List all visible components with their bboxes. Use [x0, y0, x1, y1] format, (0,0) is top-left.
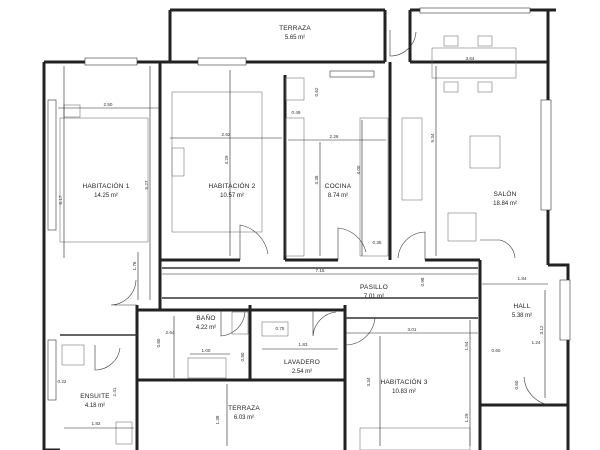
- dim-label: 0.75: [276, 326, 285, 331]
- dim-label: 5.27: [144, 180, 149, 189]
- interior-walls: [60, 60, 568, 450]
- room-lavadero-area: 2.54 m²: [292, 369, 312, 375]
- room-hall-area: 5.38 m²: [512, 313, 532, 319]
- room-terraza-bot-name: TERRAZA: [228, 405, 260, 412]
- windows: [47, 7, 571, 401]
- outer-walls: [42, 8, 570, 450]
- dim-label: 0.35: [373, 240, 382, 245]
- room-hab2-area: 10.57 m²: [220, 193, 244, 199]
- dim-label: 2.26: [330, 134, 339, 139]
- dim-label: 0.98: [420, 277, 425, 286]
- dim-label: 3.01: [408, 327, 417, 332]
- dim-label: 5.34: [430, 133, 435, 142]
- room-hab1-name: HABITACIÓN 1: [82, 181, 129, 190]
- dim-label: 4.29: [224, 155, 229, 164]
- dim-label: 0.49: [292, 110, 301, 115]
- room-salon-area: 18.84 m²: [493, 201, 517, 207]
- dim-label: 7.15: [316, 268, 325, 273]
- room-hab2-name: HABITACIÓN 2: [208, 181, 255, 190]
- room-cocina-name: COCINA: [325, 183, 352, 190]
- dim-label: 1.84: [518, 276, 527, 281]
- dim-label: 0.60: [492, 348, 501, 353]
- room-salon-name: SALÓN: [493, 189, 516, 198]
- dim-label: 1.00: [202, 348, 211, 353]
- room-terraza-top-area: 5.65 m²: [285, 35, 305, 41]
- dim-label: 0.60: [514, 380, 519, 389]
- room-hab3-area: 10.83 m²: [392, 389, 416, 395]
- dimension-lines: [58, 61, 548, 446]
- dim-label: 0.80: [156, 338, 161, 347]
- room-pasillo-area: 7.01 m²: [364, 294, 384, 300]
- room-hab1-area: 14.25 m²: [94, 193, 118, 199]
- room-ensuite-name: ENSUITE: [80, 393, 110, 400]
- dim-label: 1.38: [215, 415, 220, 424]
- room-ensuite-area: 4.18 m²: [85, 403, 105, 409]
- dim-label: 1.82: [92, 421, 101, 426]
- dim-label: 2.62: [222, 132, 231, 137]
- dim-label: 3.38: [314, 175, 319, 184]
- dim-label: 1.24: [532, 340, 541, 345]
- room-lavadero-name: LAVADERO: [284, 359, 320, 366]
- dim-label: 0.22: [58, 379, 67, 384]
- room-terraza-bot-area: 6.03 m²: [234, 415, 254, 421]
- room-terraza-top-name: TERRAZA: [279, 25, 311, 32]
- room-pasillo-name: PASILLO: [360, 284, 388, 291]
- dim-label: 3.64: [466, 56, 475, 61]
- room-hall-name: HALL: [513, 303, 530, 310]
- dim-label: 1.54: [464, 341, 469, 350]
- dim-label: 2.64: [166, 330, 175, 335]
- dim-label: 3.12: [539, 325, 544, 334]
- dim-label: 4.00: [356, 165, 361, 174]
- dimension-labels: 3.64 2.50 6.17 5.27 2.62 4.29 0.62 0.49 …: [58, 56, 544, 426]
- furniture: [59, 35, 517, 450]
- dim-label: 1.83: [299, 342, 308, 347]
- room-hab3-name: HABITACIÓN 3: [380, 377, 427, 386]
- dim-label: 1.76: [132, 261, 137, 270]
- doors: [94, 30, 551, 406]
- room-bano-area: 4.22 m²: [196, 325, 216, 331]
- room-bano-name: BAÑO: [196, 313, 215, 322]
- dim-label: 0.62: [314, 87, 319, 96]
- room-cocina-area: 8.74 m²: [328, 193, 348, 199]
- dim-label: 2.41: [112, 387, 117, 396]
- dim-label: 3.34: [366, 377, 371, 386]
- dim-label: 6.17: [58, 195, 63, 204]
- dim-label: 0.80: [240, 352, 245, 361]
- dim-label: 1.29: [464, 413, 469, 422]
- dim-label: 2.50: [104, 102, 113, 107]
